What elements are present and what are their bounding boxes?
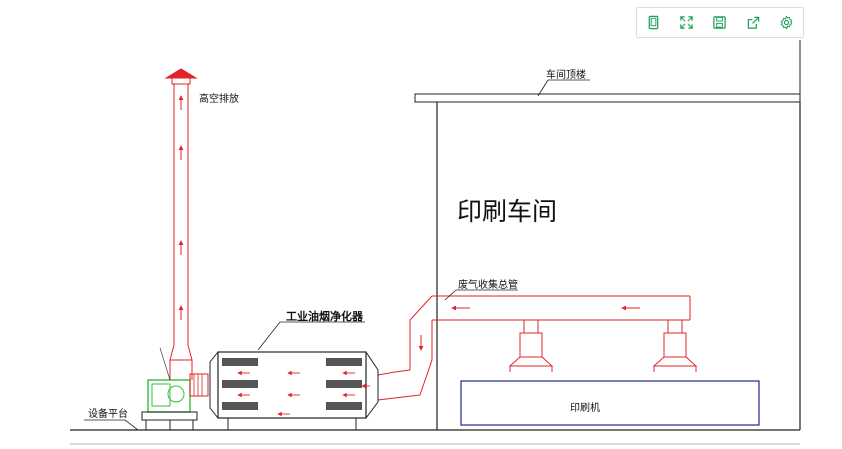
- duct-leader: [444, 289, 518, 301]
- fullscreen-page-button[interactable]: [640, 11, 668, 35]
- save-icon: [713, 16, 727, 29]
- toolbar: [636, 7, 804, 38]
- roof-label: 车间顶楼: [546, 68, 586, 81]
- roof-leader: [537, 79, 590, 97]
- chimney-label: 高空排放: [199, 92, 239, 105]
- expand-button[interactable]: [673, 11, 701, 35]
- fan-unit: [147, 373, 209, 413]
- fullscreen-page-icon: [648, 15, 659, 30]
- printer-label: 印刷机: [570, 401, 600, 414]
- workshop-building: [414, 40, 801, 430]
- chimney-stack: [164, 68, 198, 380]
- purifier-leader: [257, 321, 365, 351]
- duct-system: [377, 295, 698, 401]
- workshop-title: 印刷车间: [457, 197, 557, 226]
- settings-button[interactable]: [772, 11, 800, 35]
- save-button[interactable]: [706, 11, 734, 35]
- purifier-label: 工业油烟净化器: [286, 309, 364, 323]
- settings-icon: [780, 15, 793, 30]
- printer-box: [460, 380, 760, 426]
- duct-label: 废气收集总管: [458, 278, 518, 291]
- equipment-platform: [141, 411, 198, 430]
- platform-leader: [84, 419, 139, 431]
- chimney-support: [159, 347, 171, 381]
- share-button[interactable]: [739, 11, 767, 35]
- ground-line: [70, 429, 800, 445]
- expand-icon: [680, 16, 694, 29]
- share-icon: [747, 16, 759, 29]
- purifier-unit: [209, 351, 379, 430]
- platform-label: 设备平台: [88, 407, 128, 420]
